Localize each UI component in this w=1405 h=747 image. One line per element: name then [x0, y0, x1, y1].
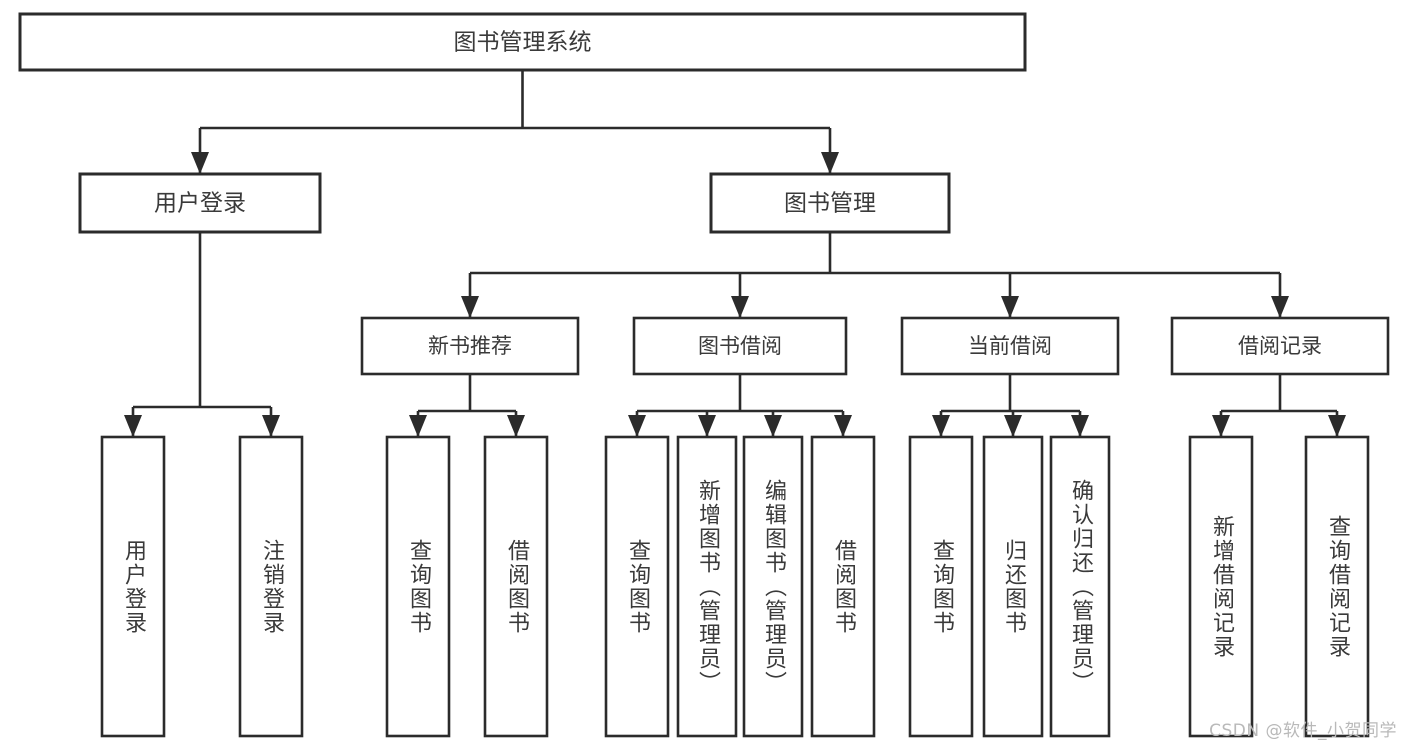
root-to-level2-drop-0-arrowhead-icon	[191, 152, 209, 174]
leaf-leaf-add-book-box[interactable]	[676, 435, 738, 738]
node-book-manage-label: 图书管理	[784, 191, 876, 217]
leaf-leaf-return-book-box[interactable]	[982, 435, 1044, 738]
borrow-record-to-leaves-drop-1-arrowhead-icon	[1328, 415, 1346, 437]
node-user-login-label: 用户登录	[154, 191, 246, 217]
leaf-leaf-query-record-box[interactable]	[1304, 435, 1370, 738]
book-borrow-to-leaves-drop-3-arrowhead-icon	[834, 415, 852, 437]
book-manage-to-level3-drop-3-arrowhead-icon	[1271, 296, 1289, 318]
book-manage-to-level3-drop-2-arrowhead-icon	[1001, 296, 1019, 318]
current-borrow-to-leaves-drop-0-arrowhead-icon	[932, 415, 950, 437]
leaf-leaf-add-record-box[interactable]	[1188, 435, 1254, 738]
root-node-label: 图书管理系统	[454, 30, 592, 56]
node-borrow-record-label: 借阅记录	[1238, 334, 1322, 358]
node-borrow-record-box[interactable]	[1170, 316, 1390, 376]
leaf-leaf-query-book-2-box[interactable]	[604, 435, 670, 738]
node-current-borrow-box[interactable]	[900, 316, 1120, 376]
leaf-leaf-edit-book-box[interactable]	[742, 435, 804, 738]
connectors-layer	[124, 70, 1346, 437]
watermark: CSDN @软件_小贺同学	[1209, 721, 1397, 741]
user-login-to-leaves-drop-1-arrowhead-icon	[262, 415, 280, 437]
node-book-borrow-label: 图书借阅	[698, 334, 782, 358]
node-new-book-rec-label: 新书推荐	[428, 334, 512, 358]
node-user-login-box[interactable]	[78, 172, 322, 234]
root-to-level2-drop-1-arrowhead-icon	[821, 152, 839, 174]
node-current-borrow-label: 当前借阅	[968, 334, 1052, 358]
current-borrow-to-leaves-drop-2-arrowhead-icon	[1071, 415, 1089, 437]
leaf-leaf-borrow-book-1-box[interactable]	[483, 435, 549, 738]
new-book-rec-to-leaves-drop-0-arrowhead-icon	[409, 415, 427, 437]
node-new-book-rec-box[interactable]	[360, 316, 580, 376]
node-book-manage-box[interactable]	[709, 172, 951, 234]
leaf-leaf-confirm-return-box[interactable]	[1049, 435, 1111, 738]
book-borrow-to-leaves-drop-2-arrowhead-icon	[764, 415, 782, 437]
leaf-leaf-logout-box[interactable]	[238, 435, 304, 738]
user-login-to-leaves-drop-0-arrowhead-icon	[124, 415, 142, 437]
book-borrow-to-leaves-drop-1-arrowhead-icon	[698, 415, 716, 437]
book-borrow-to-leaves-drop-0-arrowhead-icon	[628, 415, 646, 437]
book-manage-to-level3-drop-0-arrowhead-icon	[461, 296, 479, 318]
boxes-layer	[18, 12, 1390, 738]
node-book-borrow-box[interactable]	[632, 316, 848, 376]
new-book-rec-to-leaves-drop-1-arrowhead-icon	[507, 415, 525, 437]
current-borrow-to-leaves-drop-1-arrowhead-icon	[1004, 415, 1022, 437]
root-node-box[interactable]	[18, 12, 1027, 72]
leaf-leaf-borrow-book-2-box[interactable]	[810, 435, 876, 738]
leaf-leaf-user-login-box[interactable]	[100, 435, 166, 738]
borrow-record-to-leaves-drop-0-arrowhead-icon	[1212, 415, 1230, 437]
leaf-leaf-query-book-3-box[interactable]	[908, 435, 974, 738]
leaf-leaf-query-book-1-box[interactable]	[385, 435, 451, 738]
book-manage-to-level3-drop-1-arrowhead-icon	[731, 296, 749, 318]
